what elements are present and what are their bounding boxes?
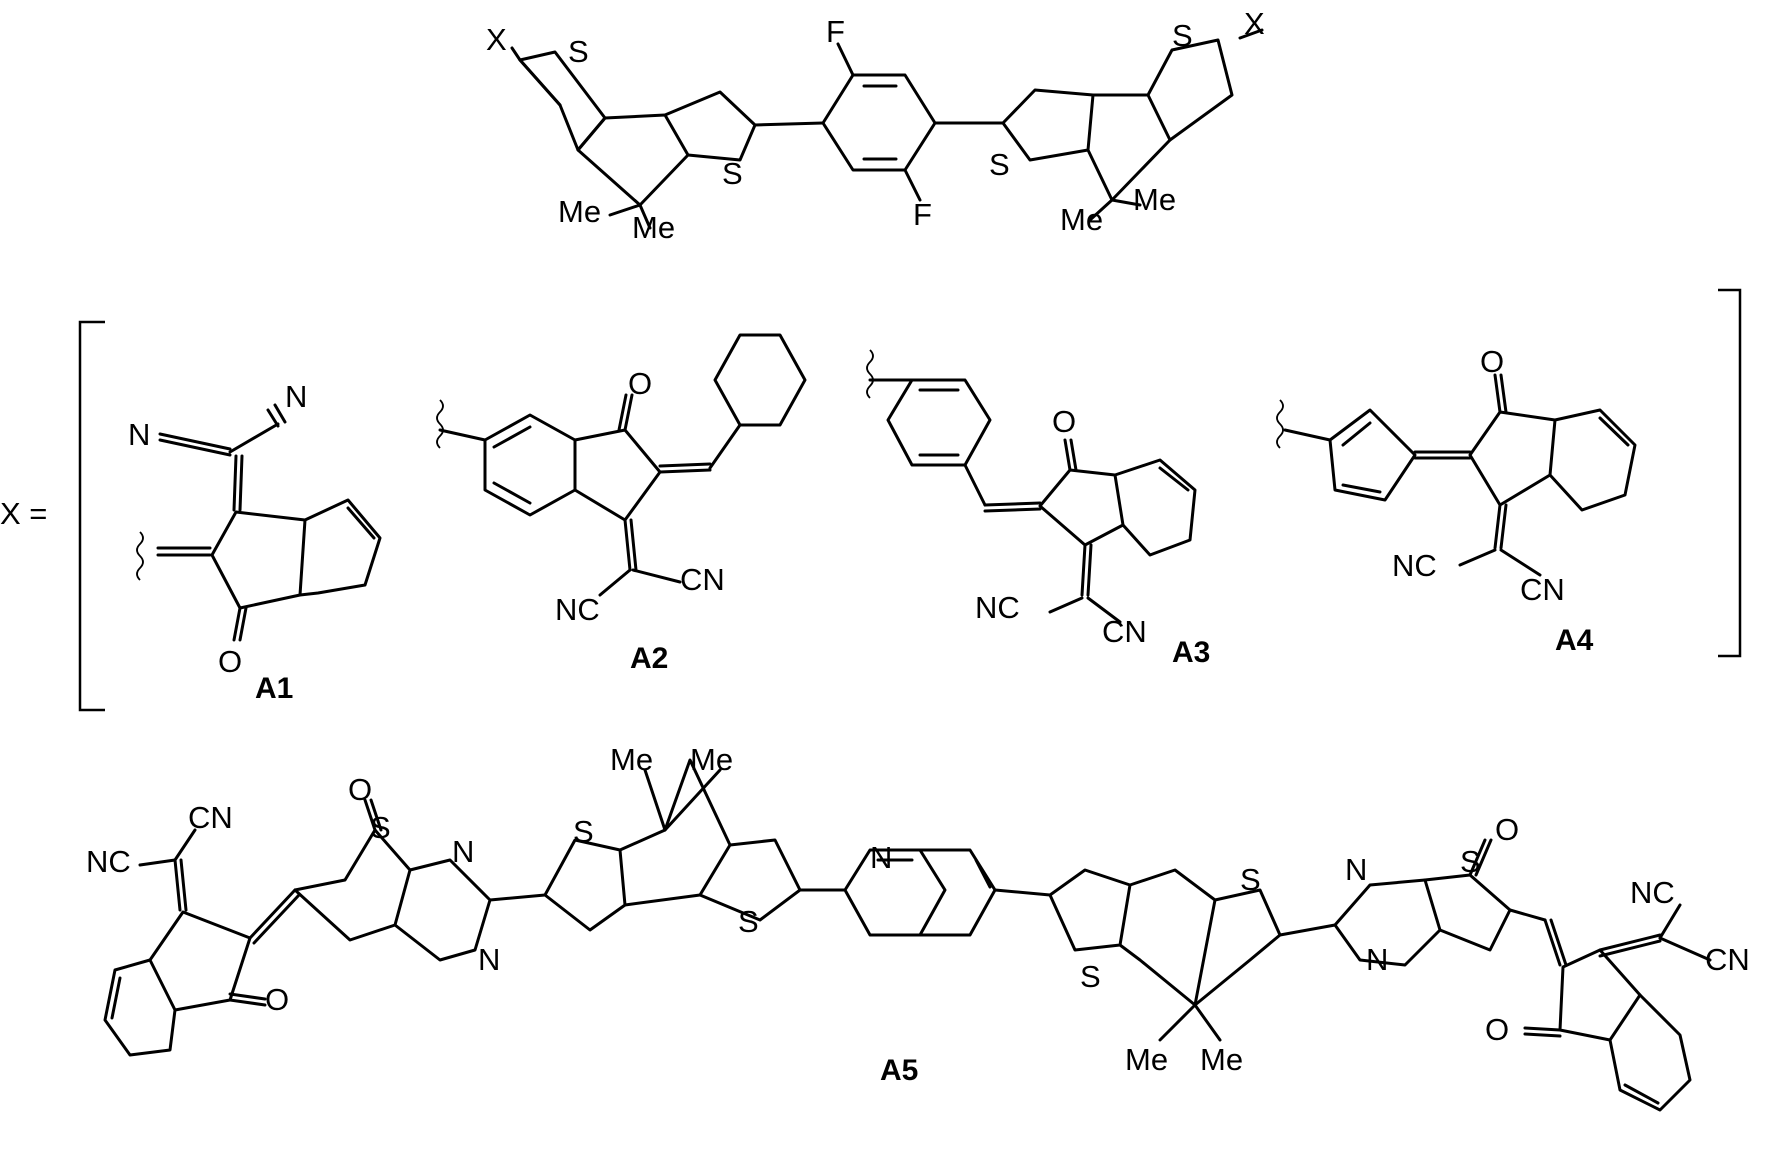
a5-s-right-sulfoxide: S [1460,844,1481,879]
a5-o-right-ketone: O [1485,1012,1509,1047]
core-molecule: X S S F F S S X Me Me Me Me [486,6,1265,245]
label-a3: A3 [1172,636,1210,669]
a5-n-left-2: N [478,942,500,977]
right-bracket [1718,288,1742,658]
s-right-terminal: S [1172,18,1193,53]
me-right-1: Me [1060,202,1103,237]
label-a5: A5 [880,1054,918,1087]
label-a4: A4 [1555,624,1594,657]
s-left-terminal: S [568,34,589,69]
a5-s-core-right-1: S [1240,862,1261,897]
a5-s-left-sulfoxide: S [370,810,391,845]
a5-o-left-sulfoxide: O [348,772,372,807]
a5-n-quinoline: N [870,840,892,875]
structure-a5: CN NC O O S N N S S Me Me N S S Me Me N … [86,742,1750,1112]
a5-me-top-2: Me [690,742,733,777]
a5-s-core-left-1: S [573,814,594,849]
label-a2: A2 [630,642,668,675]
structure-a1: N N O A1 [128,379,382,705]
me-left-2: Me [632,210,675,245]
a2-nc: NC [555,592,600,627]
a5-o-left-ketone: O [265,982,289,1017]
a4-nc: NC [1392,548,1437,583]
f-bottom: F [913,197,932,232]
a3-nc: NC [975,590,1020,625]
structure-a3: O NC CN A3 [866,349,1210,669]
x-equals: X = [0,496,47,531]
a5-s-core-left-2: S [738,904,759,939]
a3-o: O [1052,404,1076,439]
a5-me-top-1: Me [610,742,653,777]
x-left: X [486,22,507,57]
s-left-inner: S [722,156,743,191]
a5-cn-top-left: CN [188,800,233,835]
a4-cn: CN [1520,572,1565,607]
a2-o: O [628,366,652,401]
me-right-2: Me [1133,182,1176,217]
a5-n-right-1: N [1345,852,1367,887]
a5-cn-right: CN [1705,942,1750,977]
structure-a2: O NC CN A2 [436,333,807,675]
label-a1: A1 [255,672,293,705]
s-right-inner: S [989,147,1010,182]
a5-nc-left: NC [86,844,131,879]
a5-n-left-1: N [452,834,474,869]
structure-a4: O NC CN A4 [1276,344,1637,657]
a1-n-left: N [128,417,150,452]
me-left-1: Me [558,194,601,229]
a5-s-core-right-2: S [1080,959,1101,994]
a5-nc-right: NC [1630,875,1675,910]
a5-me-bottom-1: Me [1125,1042,1168,1077]
a2-cn: CN [680,562,725,597]
a3-cn: CN [1102,614,1147,649]
a5-o-right-sulfoxide: O [1495,812,1519,847]
a5-me-bottom-2: Me [1200,1042,1243,1077]
a4-o: O [1480,344,1504,379]
left-bracket [78,320,105,712]
a1-n-right: N [285,379,307,414]
f-top: F [826,14,845,49]
x-right: X [1244,6,1265,41]
a1-o: O [218,644,242,679]
a5-n-right-2: N [1366,942,1388,977]
